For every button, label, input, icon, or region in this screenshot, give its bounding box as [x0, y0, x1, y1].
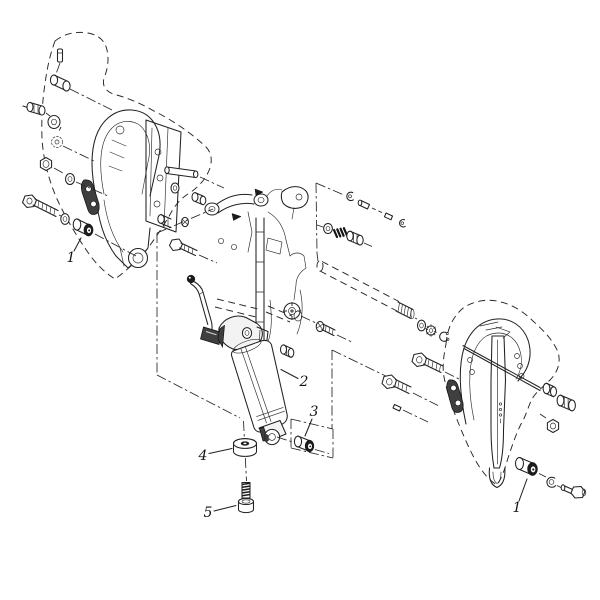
sleeve-and-washers	[22, 101, 95, 162]
crank-handle	[186, 274, 223, 345]
tilt-cylinder-assembly	[186, 274, 295, 446]
port-bracket-boss	[127, 247, 149, 269]
tube-threads	[395, 301, 415, 320]
washer-part4	[232, 438, 258, 457]
callout-1-right: 1	[513, 478, 528, 516]
clamp-bracket-starboard	[442, 299, 560, 489]
spring-row	[316, 222, 373, 247]
starboard-bracket-dashed-outline	[442, 299, 560, 486]
mid-bolts	[381, 352, 462, 423]
hex-bolt-b	[381, 374, 439, 423]
star-washer	[425, 324, 437, 337]
section-boundaries	[156, 208, 395, 482]
hex-bolt-right	[560, 484, 587, 499]
clamp-bracket-port	[41, 31, 212, 280]
section-boundary	[315, 182, 318, 254]
part3-group: 3	[276, 404, 334, 459]
pin-clip-row	[315, 182, 406, 228]
callout-4-label: 4	[198, 448, 208, 464]
nut-and-washer	[39, 156, 109, 197]
swivel-small-hardware	[157, 166, 242, 264]
lock-washer	[546, 476, 557, 488]
port-bracket-dashed-outline	[41, 31, 212, 280]
flanged-spacer	[542, 382, 558, 398]
callout-2-label: 2	[299, 374, 309, 390]
callout-3-label: 3	[310, 404, 319, 420]
bushing-part3	[293, 435, 315, 453]
callout-1-right-label: 1	[513, 500, 522, 516]
swivel-bracket-assembly	[157, 166, 406, 345]
pin-fastener	[49, 48, 113, 111]
cylinder-barrel	[230, 338, 288, 433]
callout-5-label: 5	[204, 505, 213, 521]
snap-ring	[439, 331, 450, 342]
clevis-side-bushing	[279, 344, 295, 358]
hex-nut	[539, 413, 560, 434]
callout-1-left-label: 1	[67, 250, 76, 266]
clamp-screw-shaft	[462, 344, 541, 392]
pivot-screw	[300, 315, 354, 343]
part4-group: 4	[198, 438, 258, 464]
hex-bolt-a	[411, 352, 462, 381]
cylinder-lower-clevis	[258, 419, 287, 446]
bolt-part5	[237, 481, 255, 514]
bushing-part1-right	[514, 456, 538, 476]
callout-1-left: 1	[67, 237, 82, 266]
knurled-sleeve	[556, 394, 576, 412]
port-fasteners	[21, 48, 137, 257]
bolt-washer-bushing-1	[21, 194, 137, 257]
spring	[332, 227, 348, 239]
tilt-tube	[316, 252, 450, 342]
bushing-part1-left	[72, 218, 94, 237]
starboard-fasteners: 1	[513, 382, 587, 516]
part5-group: 5	[204, 481, 255, 521]
handle-foot	[200, 326, 223, 345]
callout-2: 2	[280, 368, 309, 390]
cast-marks	[498, 402, 503, 424]
